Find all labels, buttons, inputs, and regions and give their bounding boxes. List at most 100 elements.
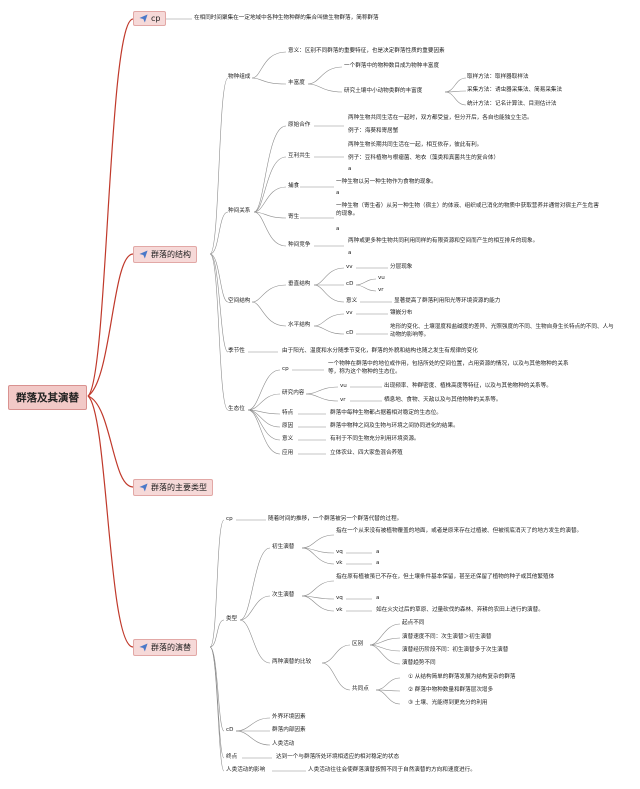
seasonality-node[interactable]: 季节性 (228, 348, 245, 354)
collection-method: 采集方法：诱虫器采集法、简易采集法 (467, 87, 563, 93)
secondary-vq: vq (336, 595, 343, 601)
vertical-meaning: 显著提高了群落利用阳光等环境资源的能力 (394, 298, 501, 304)
predation-a: a (336, 190, 340, 196)
predation-desc: 一种生物以另一种生物作为食物的现象。 (336, 179, 437, 185)
secondary-succession-desc: 指在原有植被虽已不存在，但土壤条件基本保留，甚至还保留了植物的种子或其他繁殖体 (336, 574, 555, 580)
succession-factors-node[interactable]: cD (226, 727, 234, 733)
factor-external: 外界环境因素 (272, 714, 306, 720)
niche-significance-node[interactable]: 意义 (282, 436, 294, 442)
horizontal-vv: vv (346, 310, 353, 316)
commensalism-example: 例子：豆科植物与根瘤菌、地衣（藻类和真菌共生的复合体） (348, 155, 500, 161)
research-content-node[interactable]: 研究内容 (282, 390, 305, 396)
difference-start: 起点不同 (402, 620, 425, 626)
richness-concept: 一个群落中的物种数目成为物种丰富度 (344, 63, 440, 69)
primary-succession-desc: 指在一个从来没有被植物覆盖的地面，或者是原来存在过植被、但被彻底消灭了的地方发生… (336, 528, 583, 534)
seasonality-desc: 由于阳光、温度和水分随季节变化，群落的外貌和结构也随之发生有规律的变化 (282, 348, 478, 354)
richness-study: 研究土壤中小动物类群的丰富度 (344, 88, 423, 94)
spatial-structure-node[interactable]: 空间结构 (228, 298, 251, 304)
human-impact-desc: 人类活动往往会使群落演替按照不同于自然演替的方向和速度进行。 (308, 767, 476, 773)
root-topic[interactable]: 群落及其演替 (8, 385, 87, 410)
mutualism-example: 例子：海葵和寄居蟹 (348, 128, 399, 134)
difference-stages: 演替经历阶段不同：初生演替多于次生演替 (402, 647, 509, 653)
predation-node[interactable]: 捕食 (288, 183, 300, 189)
vertical-vv: vv (346, 264, 353, 270)
niche-node[interactable]: 生态位 (228, 406, 245, 412)
research-animals: 出现频率、种群密度、植株高度等特征，以及与其他物种的关系等。 (384, 383, 552, 389)
parasitism-desc: 一种生物（寄生者）从另一种生物（宿主）的体液、组织或已消化的物质中获取营养并通常… (336, 203, 599, 217)
competition-node[interactable]: 种间竞争 (288, 242, 311, 248)
branch-succession-label: 群落的演替 (151, 643, 191, 652)
difference-node[interactable]: 区别 (352, 641, 364, 647)
stratification: 分层现象 (390, 264, 413, 270)
niche-definition: 一个物种在群落中的地位或作用，包括所处的空间位置，占用资源的情况，以及与其他物种… (328, 361, 569, 375)
branch-community-structure-label: 群落的结构 (151, 250, 191, 259)
composition-significance: 意义：区别不同群落的重要特征，也是决定群落性质的重要因素 (288, 48, 445, 54)
research-vr: vr (340, 397, 346, 403)
research-vu: vu (340, 383, 347, 389)
horizontal-cause: 地形的变化、土壤湿度和盐碱度的差异、光照强度的不同、生物自身生长特点的不同、人与… (390, 324, 614, 338)
vertical-vu: vu (378, 275, 385, 281)
interspecific-node[interactable]: 种间关系 (228, 208, 251, 214)
niche-cp: cp (282, 366, 289, 372)
endpoint-node[interactable]: 终点 (226, 754, 238, 760)
commensalism-a: a (348, 166, 352, 172)
primary-vq: vq (336, 549, 343, 555)
primary-vk-a: a (376, 560, 380, 566)
vertical-cd: cD (346, 281, 354, 287)
branch-succession[interactable]: 群落的演替 (133, 639, 197, 656)
community-definition: 在相同时间聚集在一定地域中各种生物种群的集合叫做生物群落，简称群落 (194, 15, 379, 21)
vertical-structure-node[interactable]: 垂直结构 (288, 281, 311, 287)
mutualism-node[interactable]: 原始合作 (288, 122, 311, 128)
succession-cp: cp (226, 516, 233, 522)
common-1: ① 从结构简单的群落发展为结构复杂的群落 (408, 674, 516, 680)
common-3: ③ 土壤、光能得到更充分的利用 (408, 700, 488, 706)
vertical-meaning-label: 意义 (346, 298, 358, 304)
richness-node[interactable]: 丰富度 (288, 80, 305, 86)
species-composition-node[interactable]: 物种组成 (228, 74, 251, 80)
branch-cp[interactable]: cp (133, 11, 167, 26)
branch-community-types[interactable]: 群落的主要类型 (133, 479, 213, 496)
vertical-vr: vr (378, 287, 384, 293)
niche-significance-desc: 有利于不同生物充分利用环境资源。 (330, 436, 420, 442)
competition-desc: 两种或更多种生物共同利用同样的有限资源和空间而产生的相互排斥的现象。 (348, 238, 539, 244)
comparison-node[interactable]: 两种演替的比较 (272, 659, 312, 665)
horizontal-cd: cD (346, 330, 354, 336)
secondary-example: 如在火灾过后的草原、过量砍伐的森林、弃耕的农田上进行的演替。 (376, 607, 544, 613)
factor-internal: 群落内部因素 (272, 727, 306, 733)
succession-types-node[interactable]: 类型 (226, 616, 238, 622)
common-2: ② 群落中物种数量和群落层次增多 (408, 687, 494, 693)
secondary-vq-a: a (376, 595, 380, 601)
succession-definition: 随着时间的推移，一个群落被另一个群落代替的过程。 (268, 516, 403, 522)
primary-succession-node[interactable]: 初生演替 (272, 544, 295, 550)
commensalism-desc: 两种生物长期共同生活在一起，相互依存，彼此有利。 (348, 142, 483, 148)
branch-community-structure[interactable]: 群落的结构 (133, 246, 197, 263)
difference-trend: 演替趋势不同 (402, 660, 436, 666)
secondary-succession-node[interactable]: 次生演替 (272, 592, 295, 598)
mosaic-distribution: 镶嵌分布 (390, 310, 413, 316)
niche-application-node[interactable]: 应用 (282, 450, 294, 456)
mutualism-desc: 两种生物共同生活在一起时，双方都受益，但分开后，各自也能独立生活。 (348, 115, 533, 121)
commensalism-node[interactable]: 互利共生 (288, 153, 311, 159)
parasitism-a: a (336, 226, 340, 232)
niche-cause-desc: 群落中物种之间及生物与环境之间协同进化的结果。 (330, 423, 459, 429)
factor-human: 人类活动 (272, 741, 295, 747)
horizontal-structure-node[interactable]: 水平结构 (288, 322, 311, 328)
secondary-vk: vk (336, 607, 343, 613)
human-impact-node[interactable]: 人类活动的影响 (226, 767, 266, 773)
parasitism-node[interactable]: 寄生 (288, 214, 300, 220)
common-node[interactable]: 共同点 (352, 686, 369, 692)
competition-a: a (348, 250, 352, 256)
paper-plane-icon (139, 250, 148, 259)
paper-plane-icon (139, 14, 148, 23)
niche-features-node[interactable]: 特点 (282, 410, 294, 416)
niche-features-desc: 群落中每种生物都占据着相对稳定的生态位。 (330, 410, 442, 416)
branch-community-types-label: 群落的主要类型 (151, 483, 207, 492)
paper-plane-icon (139, 483, 148, 492)
difference-speed: 演替速度不同：次生演替＞初生演替 (402, 634, 492, 640)
paper-plane-icon (139, 643, 148, 652)
research-plants: 栖息地、食物、天敌以及与其他物种的关系等。 (384, 397, 502, 403)
niche-cause-node[interactable]: 原因 (282, 423, 294, 429)
branch-cp-label: cp (151, 14, 161, 23)
primary-vq-a: a (376, 549, 380, 555)
